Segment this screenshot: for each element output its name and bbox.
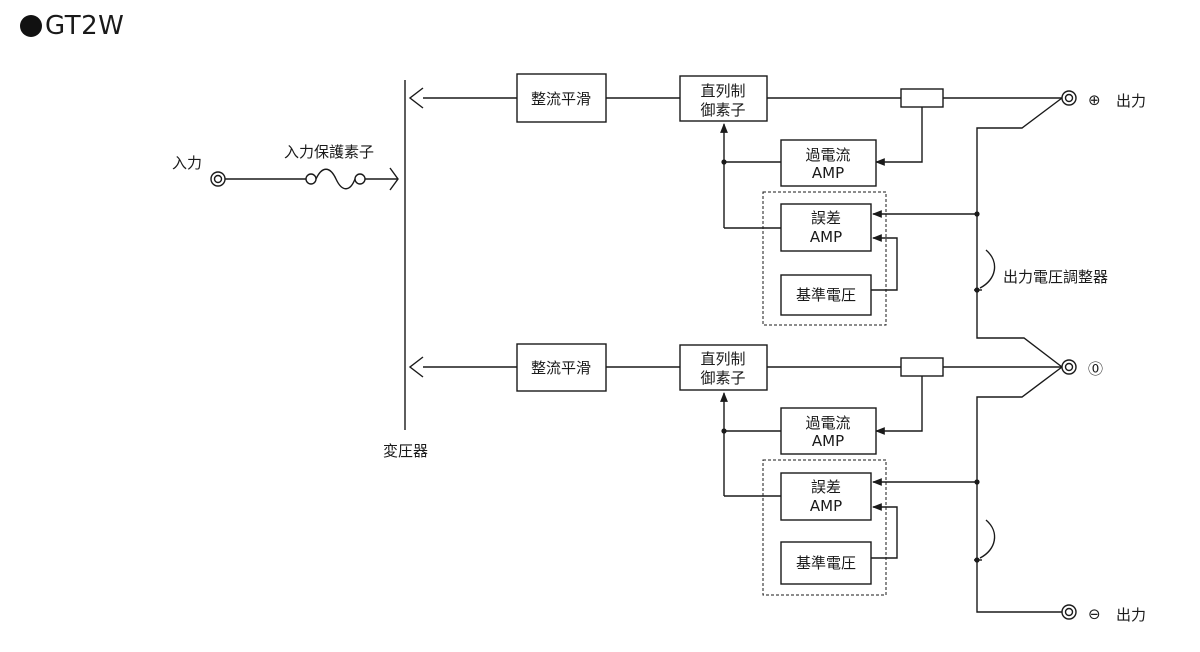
plus-icon: ⊕: [1088, 91, 1101, 109]
output-zero-terminal: [1061, 359, 1077, 375]
minus-icon: ⊖: [1088, 605, 1101, 623]
upper-error-label-1: 誤差: [811, 209, 841, 227]
page-title: GT2W: [45, 11, 125, 41]
upper-overcurrent-label-1: 過電流: [805, 146, 850, 164]
lower-overcurrent-label-1: 過電流: [805, 414, 850, 432]
lower-series-element-box: [679, 344, 768, 391]
upper-error-amp-box: [780, 203, 872, 252]
input-label: 入力: [172, 154, 202, 172]
upper-overcurrent-label-2: AMP: [812, 164, 844, 182]
upper-series-label-2: 御素子: [700, 101, 745, 119]
upper-rectifier-label: 整流平滑: [531, 90, 591, 108]
transformer-label: 変圧器: [383, 442, 428, 460]
upper-overcurrent-amp-box: [780, 139, 877, 187]
upper-regulator-group: [762, 191, 887, 326]
lower-error-label-2: AMP: [810, 497, 842, 515]
fuse-icon: [305, 168, 366, 190]
lower-reference-label: 基準電圧: [796, 554, 856, 572]
upper-reference-label: 基準電圧: [796, 286, 856, 304]
input-terminal: [210, 171, 226, 187]
lower-reference-voltage-box: [780, 541, 872, 585]
upper-series-label-1: 直列制: [700, 82, 745, 100]
title-block: GT2W: [20, 6, 124, 46]
primary-winding-icon: [389, 167, 399, 191]
output-minus-terminal: [1061, 604, 1077, 620]
output-plus-label: 出力: [1116, 92, 1146, 110]
lower-secondary-winding-icon: [408, 356, 424, 378]
lower-overcurrent-amp-box: [780, 407, 877, 455]
bullet-icon: [20, 15, 42, 37]
upper-reference-voltage-box: [780, 274, 872, 316]
output-minus-label: 出力: [1116, 606, 1146, 624]
lower-error-amp-box: [780, 472, 872, 521]
upper-series-element-box: [679, 75, 768, 122]
output-voltage-adjuster-label: 出力電圧調整器: [1003, 268, 1108, 286]
upper-error-label-2: AMP: [810, 228, 842, 246]
upper-shunt-resistor: [900, 88, 944, 108]
lower-overcurrent-label-2: AMP: [812, 432, 844, 450]
lower-error-label-1: 誤差: [811, 478, 841, 496]
lower-series-label-1: 直列制: [700, 350, 745, 368]
lower-rectifier-label: 整流平滑: [531, 359, 591, 377]
zero-icon: ⓪: [1088, 360, 1103, 378]
lower-series-label-2: 御素子: [700, 369, 745, 387]
lower-regulator-group: [762, 459, 887, 596]
upper-secondary-winding-icon: [408, 87, 424, 109]
upper-rectifier-box: [516, 73, 607, 123]
input-protection-label: 入力保護素子: [284, 143, 374, 161]
lower-rectifier-box: [516, 343, 607, 392]
output-plus-terminal: [1061, 90, 1077, 106]
lower-shunt-resistor: [900, 357, 944, 377]
